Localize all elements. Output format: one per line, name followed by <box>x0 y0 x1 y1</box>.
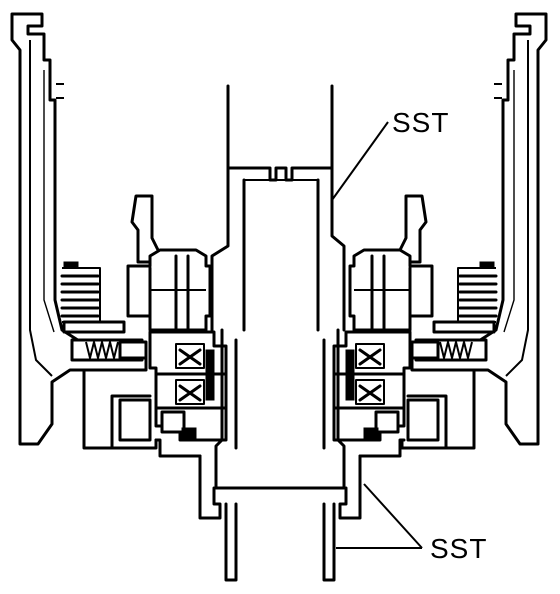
left-bearing-assembly <box>148 330 228 442</box>
right-hub-drum <box>348 248 434 332</box>
upper-sst-tool <box>210 84 346 332</box>
sst-label-top: SST <box>392 107 449 138</box>
right-bearing-assembly <box>332 330 412 442</box>
leader-lines <box>331 121 423 549</box>
lower-sst-tool <box>198 328 362 582</box>
left-spring-pack <box>60 261 126 334</box>
left-housing-wall <box>10 12 158 450</box>
right-piston-spring <box>410 338 488 362</box>
right-spring-pack <box>432 261 498 334</box>
right-housing-wall <box>400 12 548 450</box>
lower-flange <box>154 438 406 458</box>
left-piston-spring <box>70 338 148 362</box>
left-hub-drum <box>126 248 212 332</box>
sst-label-bottom: SST <box>430 533 487 564</box>
